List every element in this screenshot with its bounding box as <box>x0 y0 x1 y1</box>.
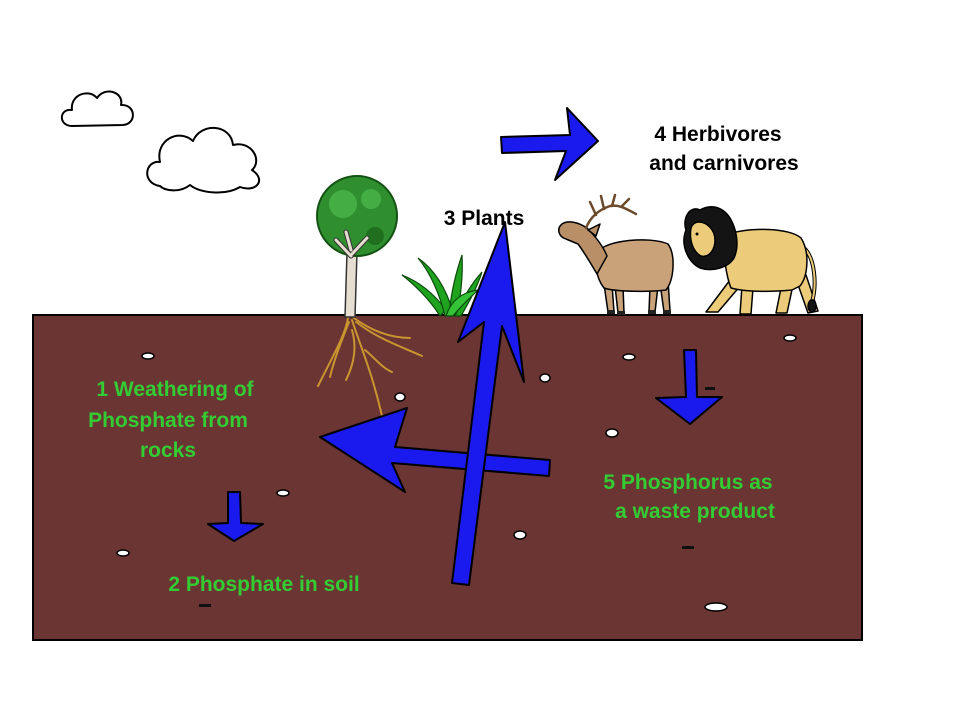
pebble <box>394 392 406 402</box>
label-plants: 3 Plants <box>444 207 525 230</box>
label-herbivores-line2: and carnivores <box>649 152 798 175</box>
label-phosphate-in-soil: 2 Phosphate in soil <box>168 573 359 596</box>
label-weathering-line3: rocks <box>140 439 196 462</box>
label-herbivores-line1: 4 Herbivores <box>654 123 781 146</box>
soil-specks <box>199 387 715 607</box>
lion-illustration <box>683 205 819 315</box>
tree-crown <box>316 175 398 257</box>
pebble <box>704 602 728 612</box>
pebble <box>513 530 527 540</box>
pebble <box>116 549 130 557</box>
pebble <box>141 352 155 360</box>
label-weathering-line1: 1 Weathering of <box>96 378 254 401</box>
label-waste-line2: a waste product <box>615 500 775 523</box>
lion-tail-tuft <box>807 299 817 313</box>
cloud-small <box>60 90 134 127</box>
lion-face <box>689 221 716 258</box>
pebble <box>276 489 290 497</box>
deer-antlers <box>584 193 638 230</box>
deer-neck-head <box>558 221 608 275</box>
arrow-weathering <box>319 407 551 493</box>
tree-crown-highlight <box>329 190 357 218</box>
deer-body <box>595 239 674 293</box>
lion-body <box>721 228 808 293</box>
tree-crown-highlight <box>361 189 381 209</box>
tree-trunk <box>344 251 358 318</box>
label-waste-line1: 5 Phosphorus as <box>603 471 772 494</box>
pebble <box>605 428 619 438</box>
tree-crown-shade <box>366 227 384 245</box>
cloud-large <box>146 126 261 194</box>
arrow-to-herbivores <box>500 107 599 181</box>
grass-illustration <box>401 254 483 317</box>
tree-roots <box>317 317 423 417</box>
pebbles <box>116 334 797 612</box>
tree-branches <box>333 229 370 259</box>
soil-speck <box>199 604 211 607</box>
pebble <box>622 353 636 361</box>
deer-hooves <box>607 310 671 315</box>
pebble <box>539 373 551 383</box>
deer-ear <box>587 223 601 237</box>
arrow-soil-down <box>207 491 264 542</box>
soil-speck <box>682 546 694 549</box>
deer-illustration <box>558 193 674 315</box>
label-weathering-line2: Phosphate from <box>88 409 248 432</box>
arrow-waste-down <box>655 349 723 425</box>
arrow-plant-uptake <box>451 221 525 586</box>
soil-layer <box>32 314 863 641</box>
tree-illustration <box>316 175 423 417</box>
pebble <box>783 334 797 342</box>
lion-eye <box>695 232 699 236</box>
soil-speck <box>705 387 715 390</box>
